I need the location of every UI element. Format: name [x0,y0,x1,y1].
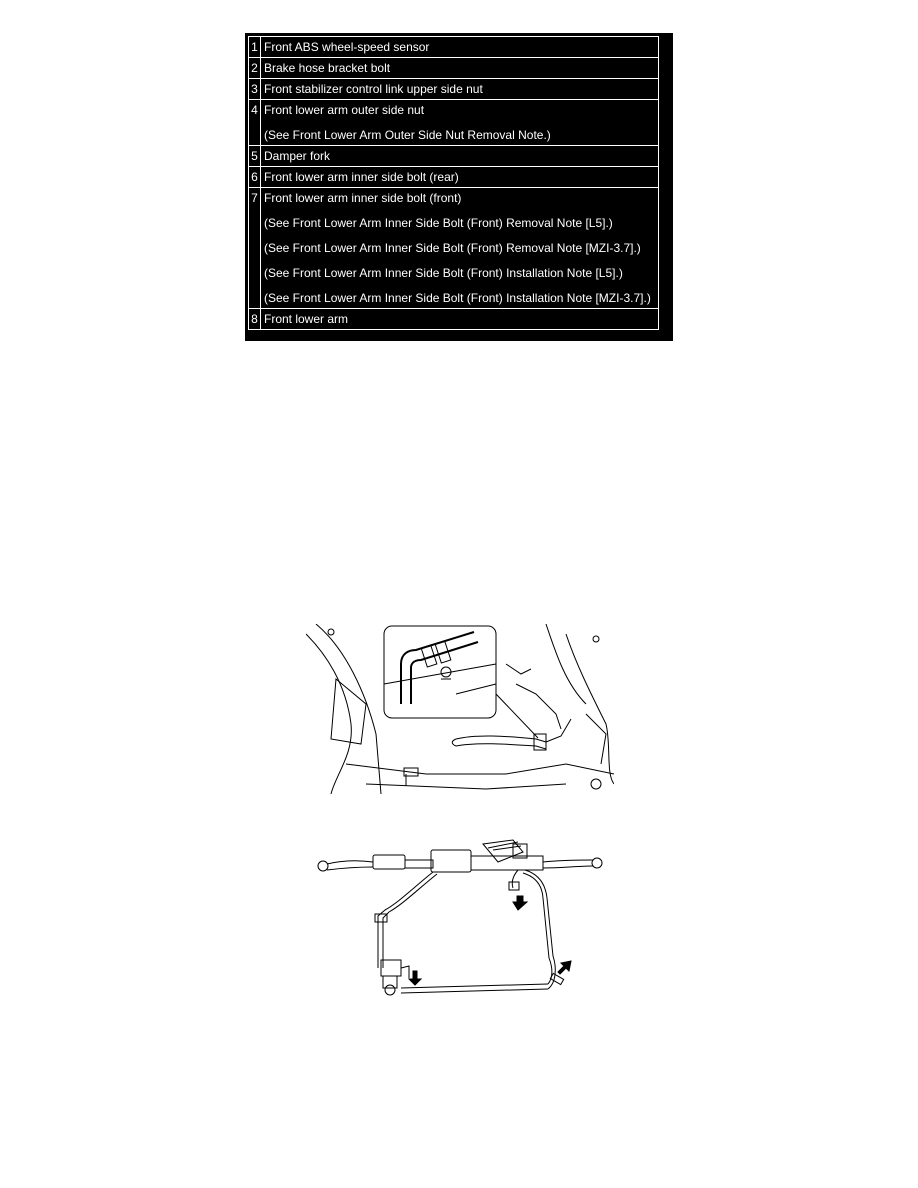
row-number: 8 [248,308,261,330]
row-number: 5 [248,145,261,167]
row-line: Brake hose bracket bolt [264,61,391,75]
row-description: Front lower arm inner side bolt (front) … [260,187,659,309]
row-line: Front lower arm inner side bolt (rear) [264,170,459,184]
row-note-link[interactable]: (See Front Lower Arm Inner Side Bolt (Fr… [264,291,651,305]
table-row: 3 Front stabilizer control link upper si… [248,78,659,100]
table-row: 1 Front ABS wheel-speed sensor [248,36,659,58]
row-line: Front lower arm [264,312,349,326]
table-row: 4 Front lower arm outer side nut (See Fr… [248,99,659,146]
table-row: 2 Brake hose bracket bolt [248,57,659,79]
row-description: Damper fork [260,145,659,167]
steering-gear-harness-illustration [317,839,603,996]
row-number: 3 [248,78,261,100]
table-row: 7 Front lower arm inner side bolt (front… [248,187,659,309]
row-number: 4 [248,99,261,146]
row-note-link[interactable]: (See Front Lower Arm Inner Side Bolt (Fr… [264,266,623,280]
arrow-icon [557,960,572,975]
row-line: Front lower arm inner side bolt (front) [264,191,462,205]
row-description: Front lower arm [260,308,659,330]
row-description: Front lower arm outer side nut (See Fron… [260,99,659,146]
row-number: 7 [248,187,261,309]
row-description: Front lower arm inner side bolt (rear) [260,166,659,188]
parts-legend-table: 1 Front ABS wheel-speed sensor 2 Brake h… [245,33,673,341]
hose-clamp-illustration [306,624,614,794]
row-number: 2 [248,57,261,79]
row-note-link[interactable]: (See Front Lower Arm Inner Side Bolt (Fr… [264,216,613,230]
row-note-link[interactable]: (See Front Lower Arm Outer Side Nut Remo… [264,128,551,142]
row-note-link[interactable]: (See Front Lower Arm Inner Side Bolt (Fr… [264,241,641,255]
row-line: Damper fork [264,149,331,163]
row-number: 6 [248,166,261,188]
row-number: 1 [248,36,261,58]
arrow-icon [512,895,529,911]
row-description: Front stabilizer control link upper side… [260,78,659,100]
table-row: 8 Front lower arm [248,308,659,330]
row-line: Front lower arm outer side nut [264,103,425,117]
row-description: Brake hose bracket bolt [260,57,659,79]
row-description: Front ABS wheel-speed sensor [260,36,659,58]
legend-table: 1 Front ABS wheel-speed sensor 2 Brake h… [248,36,659,330]
arrow-icon [407,970,423,986]
row-line: Front stabilizer control link upper side… [264,82,483,96]
table-row: 5 Damper fork [248,145,659,167]
table-row: 6 Front lower arm inner side bolt (rear) [248,166,659,188]
row-line: Front ABS wheel-speed sensor [264,40,430,54]
